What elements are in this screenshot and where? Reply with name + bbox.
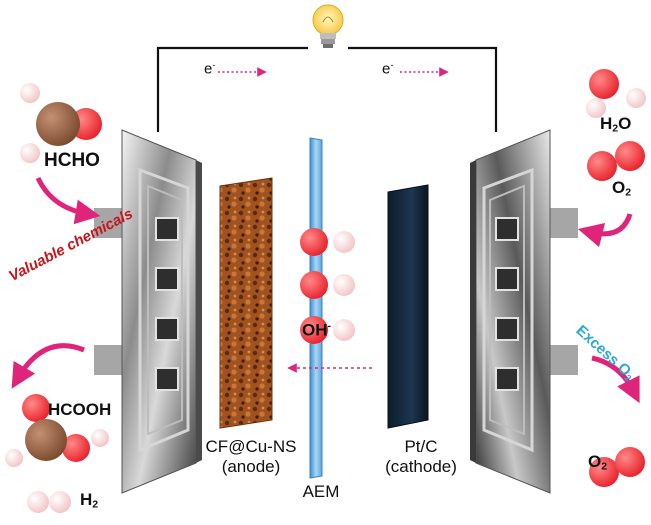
excess-o2-arrow [591,355,640,404]
hydroxide-label: OH- [302,320,332,340]
h2o-molecule [586,69,646,118]
anode-copper-foam [219,177,273,429]
anode-role-label: (anode) [221,457,281,476]
hydroxide-molecule [300,316,355,344]
h2-molecule [27,491,71,513]
o2-out-molecule [589,447,645,487]
hydroxide-molecule [300,271,355,299]
hcooh-label: HCOOH [48,400,112,419]
hcho-feed-arrow [35,176,101,225]
light-bulb-icon [312,4,344,48]
anode-end-plate [94,129,202,494]
aem-membrane [309,137,323,479]
electron-label-left: e- [204,60,216,78]
hcho-label: HCHO [44,150,100,171]
hcho-molecule [20,83,102,163]
product-out-arrow [11,343,85,389]
h2o-label: H2O [600,114,632,135]
cathode-role-label: (cathode) [385,457,457,476]
electron-label-right: e- [382,60,394,78]
cathode-name-label: Pt/C [404,437,438,456]
circuit-wire-left [156,46,308,132]
circuit-wire-right [348,46,498,132]
o2-out-label: O2 [588,452,608,473]
o2-feed-arrow [577,213,633,248]
aem-label: AEM [302,482,340,501]
hcooh-molecule [5,394,109,467]
o2-in-label: O2 [612,178,632,199]
h2-label: H2 [80,490,99,511]
anode-name-label: CF@Cu-NS [205,437,297,456]
o2-in-molecule [587,141,645,181]
cathode-end-plate [470,129,578,494]
hydroxide-molecule [300,228,355,256]
cathode-ptc-layer [387,184,429,429]
